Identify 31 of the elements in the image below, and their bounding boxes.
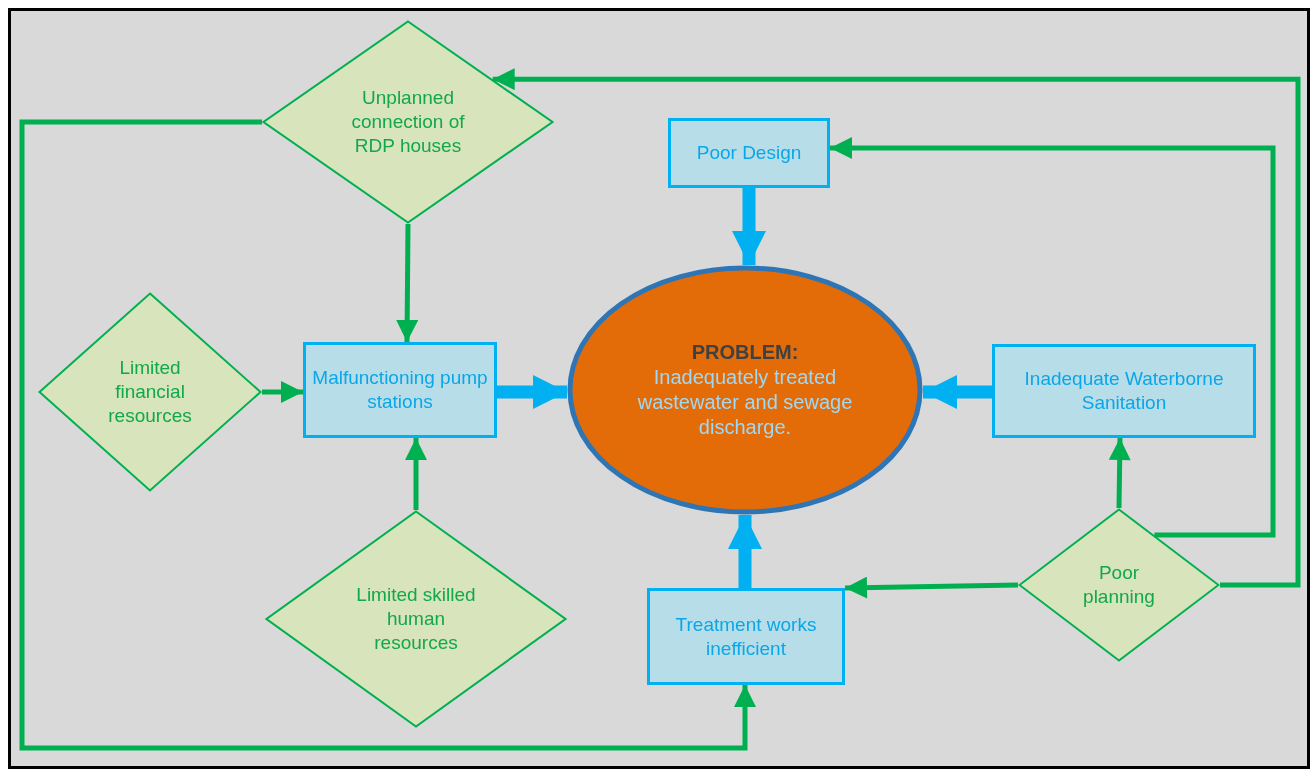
box-label: Inadequate Waterborne Sanitation — [1023, 367, 1225, 415]
problem-statement: Inadequately treated wastewater and sewage discharge. — [636, 365, 854, 440]
problem-heading: PROBLEM: — [691, 340, 799, 365]
box-label: Treatment works inefficient — [674, 612, 818, 661]
arrow — [830, 137, 1276, 538]
arrow — [262, 381, 303, 403]
decision-diamond — [1018, 508, 1220, 662]
arrow — [497, 375, 567, 409]
arrow — [923, 375, 992, 409]
diamond-label: Poor planning — [1082, 561, 1156, 609]
arrow — [844, 576, 1019, 599]
decision-diamond — [38, 292, 262, 492]
problem-ellipse — [567, 265, 923, 515]
diamond-label: Limited skilled human resources — [355, 583, 477, 655]
process-box — [303, 342, 497, 438]
box-label: Malfunctioning pump stations — [311, 366, 489, 414]
arrow — [1108, 437, 1131, 509]
process-box — [647, 588, 845, 685]
process-box — [668, 118, 830, 188]
diamond-label: Unplanned connection of RDP houses — [350, 86, 466, 158]
arrow — [19, 119, 756, 751]
arrow — [405, 438, 427, 510]
arrow — [492, 68, 1301, 588]
decision-diamond — [262, 20, 554, 224]
box-label: Poor Design — [696, 141, 802, 165]
arrow — [396, 224, 419, 343]
arrow — [728, 515, 762, 588]
diamond-label: Limited financial resources — [107, 356, 193, 428]
process-box — [992, 344, 1256, 438]
arrow — [732, 188, 766, 265]
decision-diamond — [265, 510, 567, 728]
